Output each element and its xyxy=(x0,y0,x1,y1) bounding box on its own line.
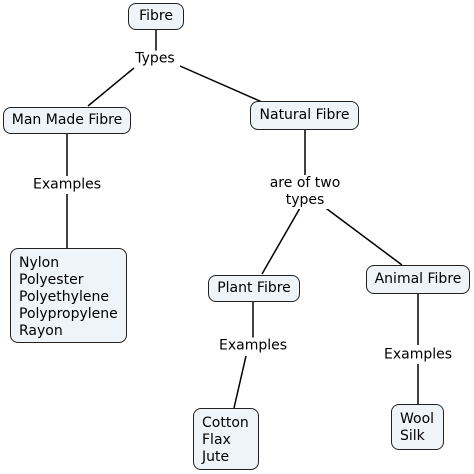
link-label-types: Types xyxy=(133,50,177,68)
node-natural-fibre: Natural Fibre xyxy=(250,101,359,130)
example-item: Jute xyxy=(202,449,230,465)
connector-types-man-made xyxy=(87,67,135,107)
connector-two-types-plant xyxy=(261,207,301,275)
node-plant-fibre-label: Plant Fibre xyxy=(217,280,291,296)
node-natural-fibre-label: Natural Fibre xyxy=(259,107,350,123)
node-man-made-examples: Nylon Polyester Polyethylene Polypropyle… xyxy=(10,248,127,343)
example-item: Silk xyxy=(400,428,425,444)
link-label-examples-plant: Examples xyxy=(216,337,290,355)
example-item: Polypropylene xyxy=(19,306,118,322)
link-label-examples-man-made: Examples xyxy=(30,176,104,194)
link-label-examples-animal: Examples xyxy=(381,346,455,364)
connector-examples-cotton xyxy=(233,355,247,409)
example-item: Cotton xyxy=(202,415,249,431)
link-label-line: types xyxy=(285,192,325,208)
connector-types-natural xyxy=(179,65,263,103)
example-item: Flax xyxy=(202,432,231,448)
node-animal-examples: Wool Silk xyxy=(391,404,444,450)
example-item: Polyester xyxy=(19,272,84,288)
node-fibre: Fibre xyxy=(128,3,184,30)
node-plant-examples: Cotton Flax Jute xyxy=(193,408,259,470)
node-animal-fibre: Animal Fibre xyxy=(366,265,470,294)
node-man-made-fibre: Man Made Fibre xyxy=(3,107,131,134)
link-label-line: are of two xyxy=(269,175,341,191)
example-item: Polyethylene xyxy=(19,289,109,305)
link-label-are-of-two-types: are of two types xyxy=(267,175,343,209)
node-fibre-label: Fibre xyxy=(139,8,173,24)
connector-two-types-animal xyxy=(322,205,403,266)
node-plant-fibre: Plant Fibre xyxy=(208,275,300,302)
node-animal-fibre-label: Animal Fibre xyxy=(374,271,462,287)
node-man-made-fibre-label: Man Made Fibre xyxy=(11,112,123,128)
example-item: Nylon xyxy=(19,255,60,271)
example-item: Wool xyxy=(400,411,435,427)
example-item: Rayon xyxy=(19,323,63,339)
